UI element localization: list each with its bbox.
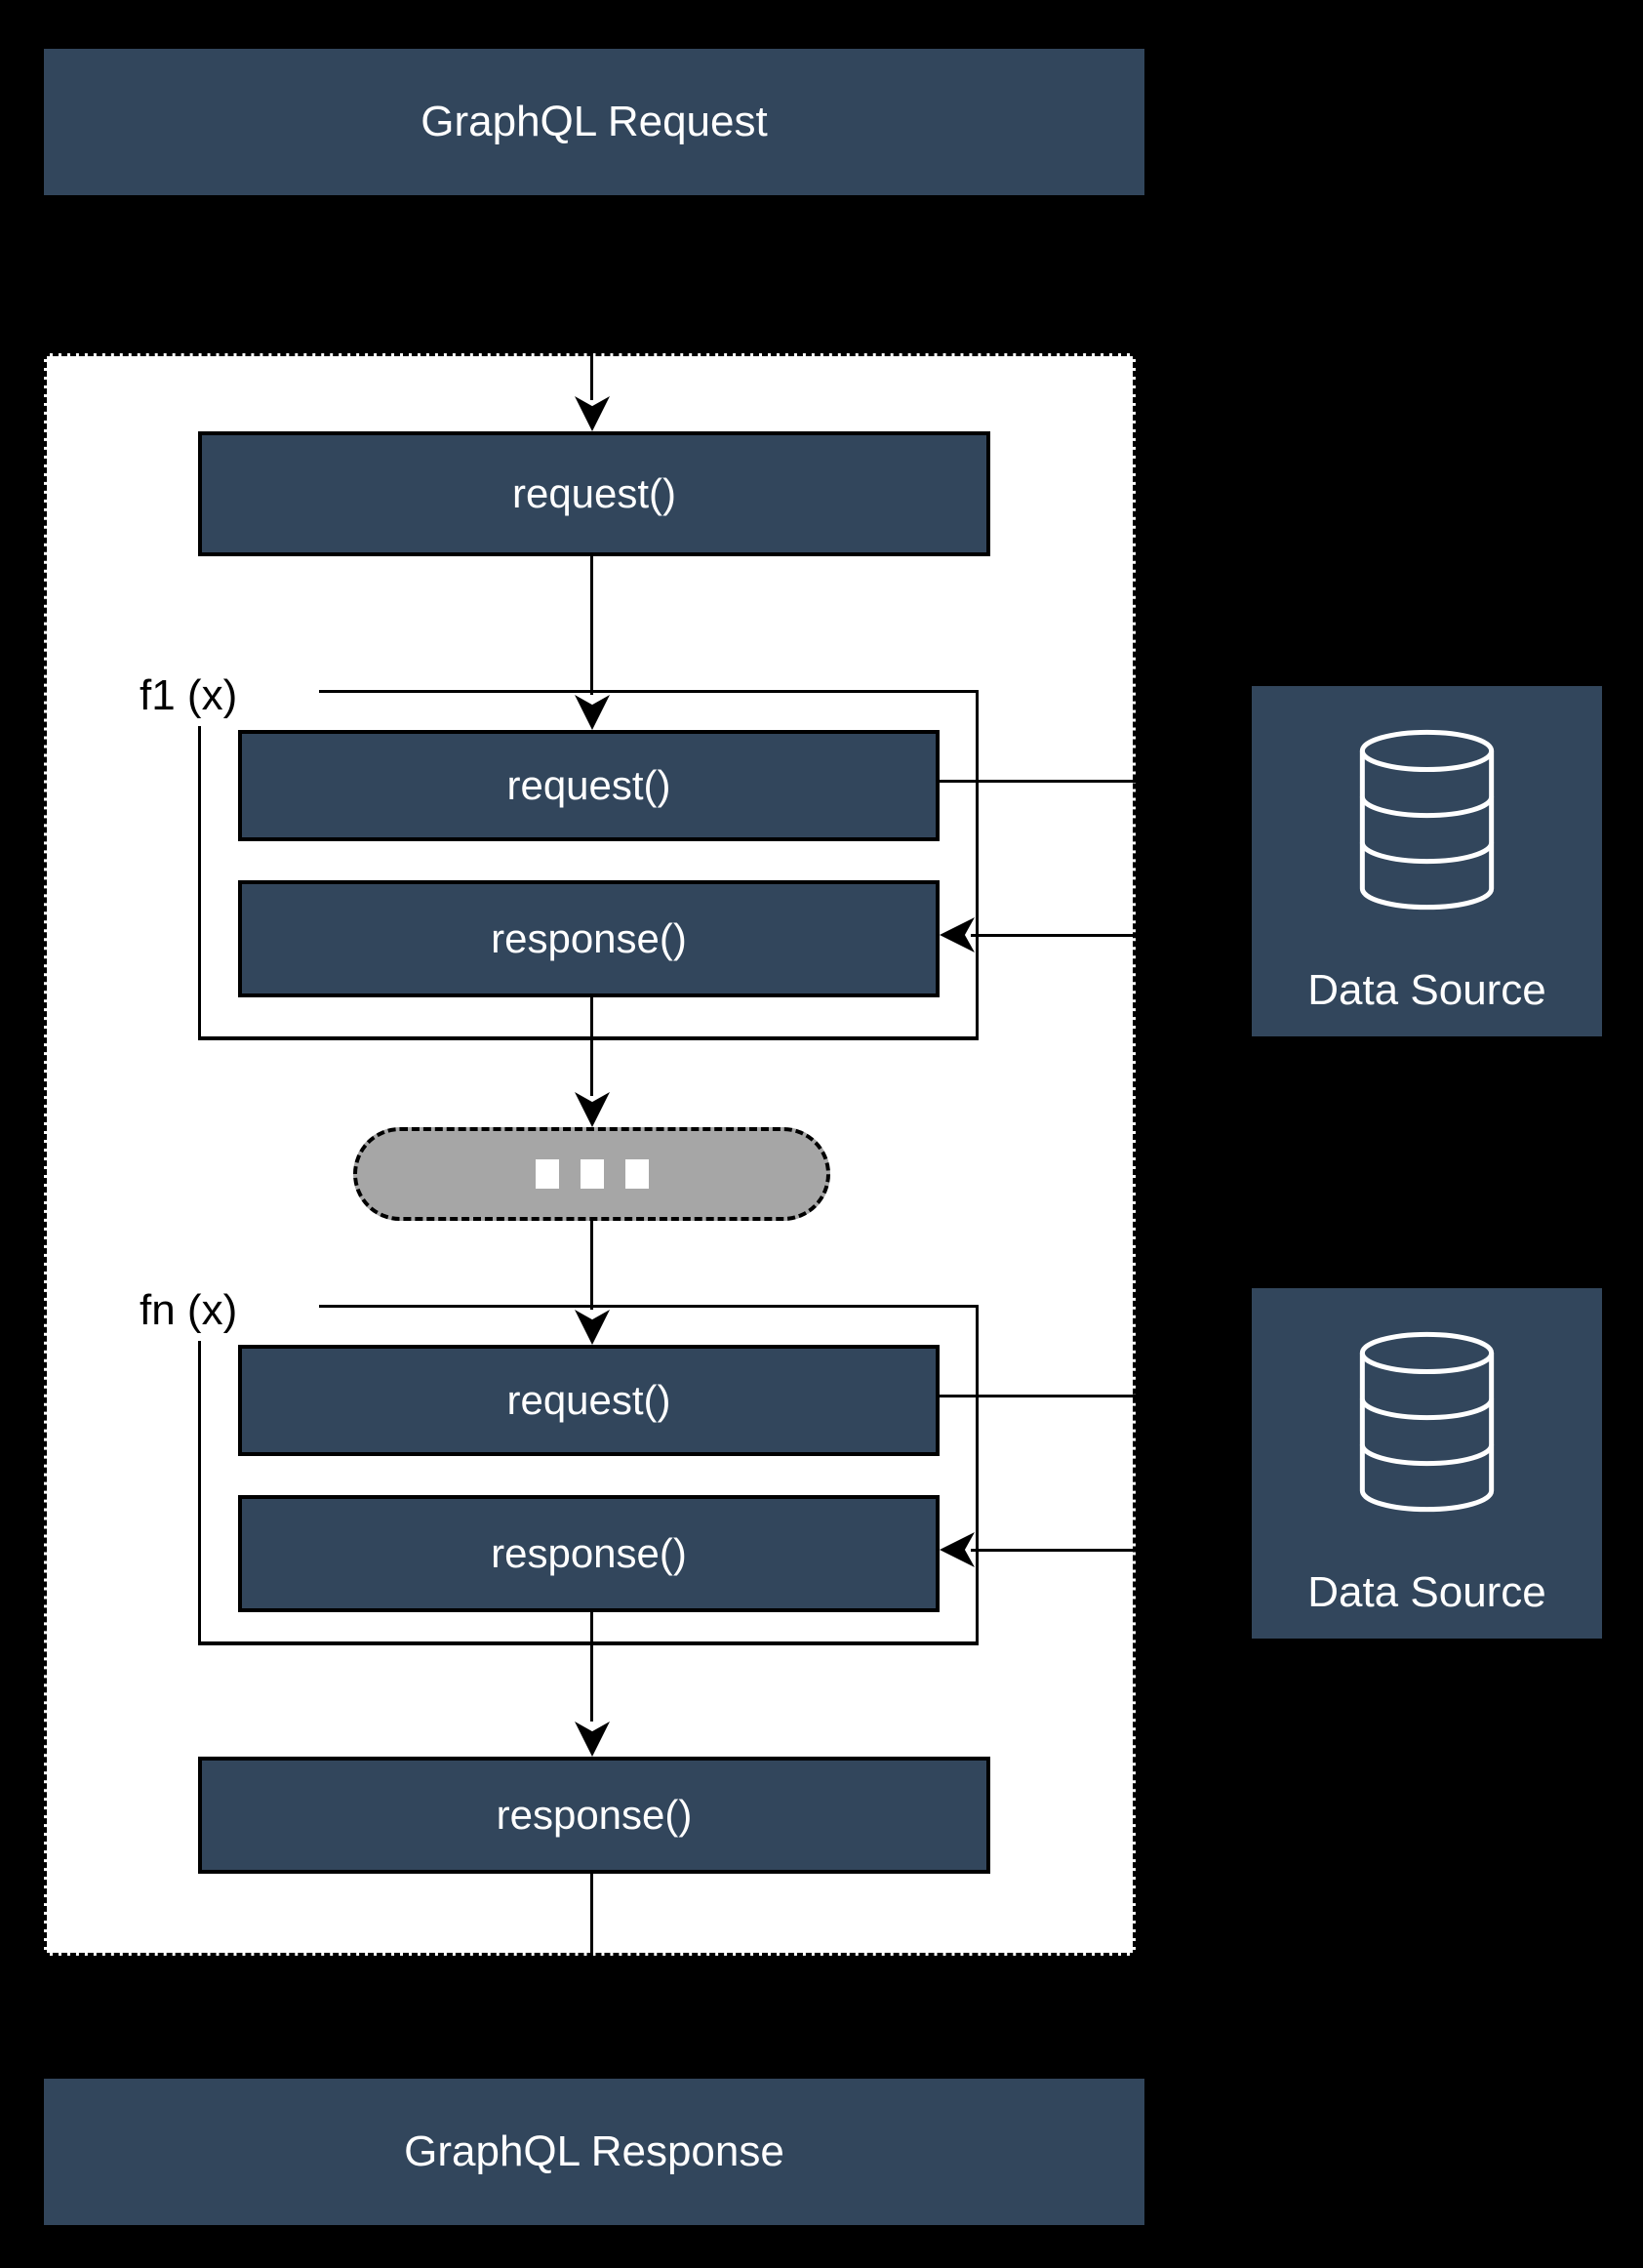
fn-bracket-bottom	[198, 1641, 979, 1645]
connector-datasource-to-fn-response	[971, 1549, 1261, 1552]
database-icon	[1359, 729, 1495, 911]
data-source-2: Data Source	[1252, 1288, 1602, 1639]
exit-response-label: response()	[496, 1792, 693, 1838]
connector-f1-request-to-datasource	[940, 780, 1261, 783]
connector-header-to-entry	[590, 195, 593, 400]
fn-bracket-top	[319, 1305, 979, 1308]
connector-f1-to-ellipsis	[590, 997, 593, 1096]
ellipsis-square-icon	[580, 1159, 604, 1189]
f1-bracket-left	[198, 726, 201, 1040]
f1-bracket-bottom	[198, 1036, 979, 1040]
entry-request-box: request()	[198, 431, 990, 556]
connector-fn-request-to-datasource	[940, 1395, 1261, 1397]
data-source-label: Data Source	[1307, 966, 1546, 1014]
connector-ellipsis-to-fn	[590, 1221, 593, 1310]
entry-request-label: request()	[511, 470, 677, 516]
graphql-response-footer: GraphQL Response	[44, 2079, 1144, 2225]
database-icon	[1359, 1331, 1495, 1513]
f1-bracket-right	[976, 690, 979, 1040]
connector-exit-to-footer	[590, 1874, 593, 2079]
data-source-1: Data Source	[1252, 686, 1602, 1036]
f1-request-box: request()	[238, 730, 940, 841]
data-source-label: Data Source	[1307, 1568, 1546, 1616]
fn-bracket-left	[198, 1341, 201, 1645]
f1-bracket-top	[319, 690, 979, 693]
graphql-response-title: GraphQL Response	[404, 2127, 784, 2175]
f1-label: f1 (x)	[140, 671, 238, 719]
graphql-request-header: GraphQL Request	[44, 49, 1144, 195]
f1-response-box: response()	[238, 880, 940, 997]
fn-response-label: response()	[491, 1530, 687, 1576]
ellipsis-square-icon	[535, 1159, 559, 1189]
fn-bracket-right	[976, 1305, 979, 1645]
connector-entry-to-f1	[590, 556, 593, 695]
ellipsis-square-icon	[624, 1159, 649, 1189]
fn-request-box: request()	[238, 1345, 940, 1456]
fn-request-label: request()	[506, 1377, 671, 1423]
connector-datasource-to-f1-response	[971, 934, 1261, 937]
connector-fn-to-exit	[590, 1612, 593, 1721]
graphql-request-title: GraphQL Request	[421, 98, 768, 145]
fn-response-box: response()	[238, 1495, 940, 1612]
fn-label: fn (x)	[140, 1286, 238, 1334]
f1-response-label: response()	[491, 915, 687, 961]
ellipsis-pill	[353, 1127, 830, 1221]
f1-request-label: request()	[506, 762, 671, 808]
exit-response-box: response()	[198, 1757, 990, 1874]
